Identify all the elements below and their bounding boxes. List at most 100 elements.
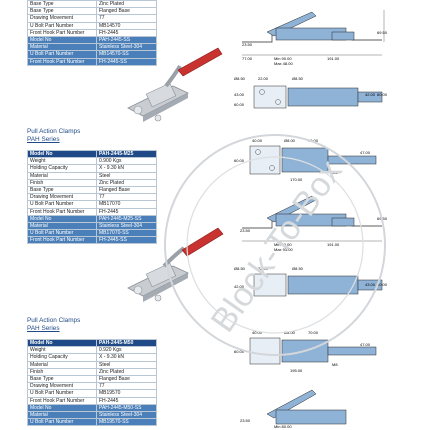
spec-value: PAH-2445-M50-SS [96,403,157,412]
spec-key: Front Hook Part Number [27,396,97,405]
red-handle [181,227,224,257]
dim-label: 47.00 [360,342,371,347]
spec-key: Base Type [27,0,97,9]
dim-label: 23.50 [240,418,251,423]
section-3-series-link[interactable]: PAH Series [27,325,60,332]
spec-value: 0.920 Kgs [96,346,157,355]
dim-label: 70.00 [308,138,319,143]
dim-label: 22.00 [258,266,269,271]
front-view-drawing-2: 40.00 Ø8.00 70.00 60.00 47.00 M8 170.00 [234,138,377,182]
dim-label: 191.00 [327,56,340,61]
spec-key: Weight [27,346,97,355]
dim-label: 60.00 [234,158,245,163]
spec-value: FH-2445 [96,396,157,405]
spec-key: Holding Capacity [27,164,97,173]
spec-value: Steel [96,360,157,369]
dim-label: 47.00 [360,150,371,155]
dim-label: 40.00 [252,330,263,335]
side-view-drawing-2: 23.50 69.50 Min 10.00 Max 93.00 191.00 [240,195,388,252]
spec-value: Stainless Steel-304 [96,410,157,420]
spec-key: Drawing Movement [27,193,97,202]
dim-label: 40.00 [252,138,263,143]
spec-key: Front Hook Part Number [27,57,97,66]
spec-key: Front Hook Part Number [27,236,97,245]
spec-value: Flanged Base [96,185,157,195]
spec-value: 77 [96,14,157,23]
dim-label: M8 [332,170,338,175]
spec-value: PAH-2445-M25 [96,149,157,159]
spec-key: Material [27,360,97,369]
spec-value: Flanged Base [96,7,157,16]
spec-value: MB19570-SS [96,418,157,427]
spec-key: Finish [27,367,97,376]
dim-label: M8 [332,362,338,367]
spec-key: U Bolt Part Number [27,229,97,238]
dim-label: Ø8.50 [234,76,246,81]
dim-label: 60.00 [234,349,245,354]
spec-value: X - 9.30 kN [96,164,157,173]
side-view-drawing-3: 23.50 Min 80.00 [240,389,347,429]
spec-value: Flanged Base [96,374,157,384]
spec-key: Material [27,410,97,420]
spec-value: 77 [96,193,157,202]
red-handle [177,47,223,77]
spec-value: Stainless Steel-304 [96,43,157,52]
section-2-title: Pull Action Clamps [27,128,81,135]
spec-key: U Bolt Part Number [27,50,97,59]
spec-key: Front Hook Part Number [27,207,97,216]
dim-label: Ø8.50 [292,76,304,81]
clamp-body [127,246,189,302]
dim-label: 43.00 [234,92,245,97]
dim-label: 42.00 [365,92,376,97]
dim-label: 69.50 [377,30,388,35]
section-2-series-link[interactable]: PAH Series [27,136,60,143]
spec-key: Base Type [27,7,97,16]
spec-value: Zinc Plated [96,178,157,187]
spec-value: Zinc Plated [96,367,157,376]
dim-label: Min 90.00 [274,56,292,61]
spec-key: U Bolt Part Number [27,21,97,30]
spec-value: X - 9.30 kN [96,353,157,362]
dim-label: Ø8.00 [284,138,296,143]
dim-label: 60.00 [377,282,388,287]
spec-key: Material [27,171,97,180]
dim-label: 23.50 [242,42,253,47]
spec-key: Weight [27,157,97,166]
spec-key: U Bolt Part Number [27,200,97,209]
spec-key: Model No [27,403,97,412]
dim-label: Ø8.50 [292,266,304,271]
dim-label: Max 48.00 [274,61,293,66]
dim-label: Min 80.00 [274,424,292,429]
spec-value: Zinc Plated [96,0,157,9]
spec-value: FH-2445-SS [96,57,157,66]
clamp-photo-1 [127,47,223,122]
spec-value: MB14570 [96,21,157,30]
spec-key: U Bolt Part Number [27,418,97,427]
spec-value: MB19570 [96,389,157,398]
dim-label: 43.00 [365,282,376,287]
spec-value: PAH-2445-SS [96,35,157,45]
spec-key: Model No [27,35,97,45]
